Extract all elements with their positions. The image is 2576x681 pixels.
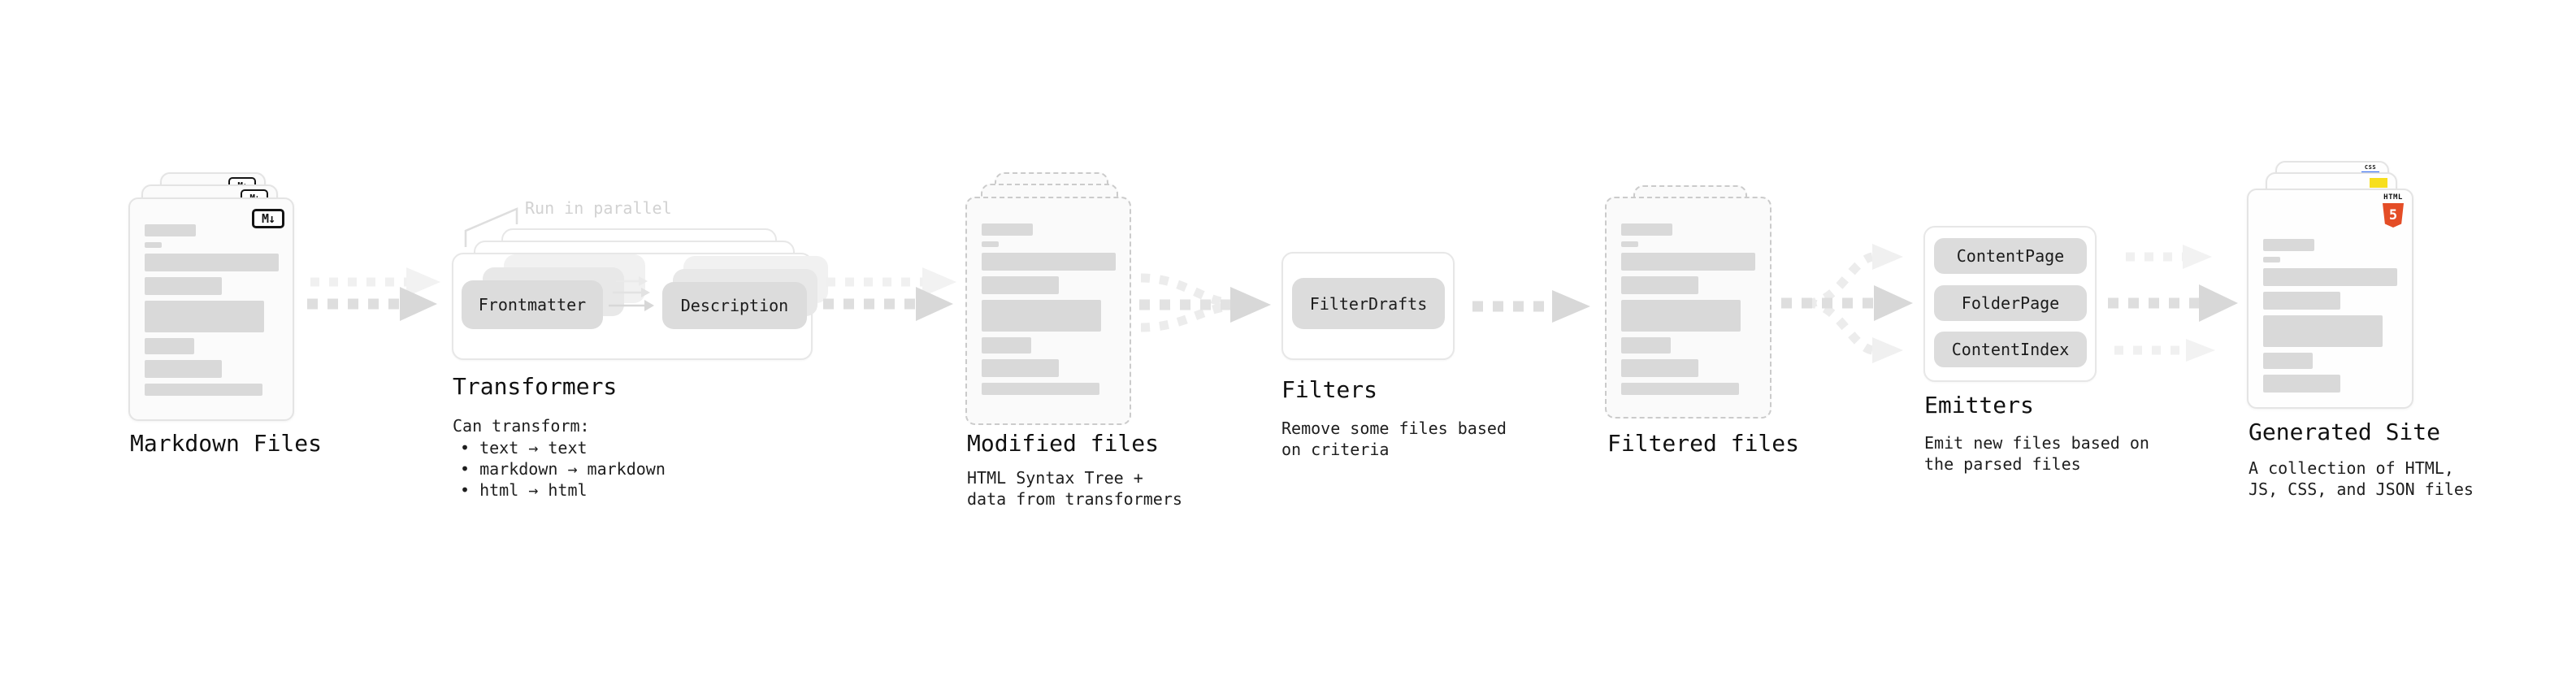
triple-arrow-icon xyxy=(2108,245,2238,362)
flow-arrow-icon xyxy=(307,267,440,321)
text-bars xyxy=(1621,223,1755,395)
emitters-title: Emitters xyxy=(1924,392,2034,419)
frontmatter-box: Frontmatter xyxy=(462,280,603,329)
markdown-icon: M↓ xyxy=(252,209,284,228)
modified-files-desc: data from transformers xyxy=(967,489,1182,509)
run-in-parallel-note: Run in parallel xyxy=(525,198,672,218)
emitters-desc: Emit new files based on xyxy=(1924,433,2149,453)
file-card-html: HTML 5 xyxy=(2247,189,2413,409)
js-badge-icon xyxy=(2370,178,2387,188)
content-page-box: ContentPage xyxy=(1934,238,2087,274)
text-bars xyxy=(2263,239,2397,393)
generated-site-desc: A collection of HTML, xyxy=(2249,458,2454,478)
generated-site-label: Generated Site xyxy=(2249,419,2441,445)
file-card-front xyxy=(965,197,1131,425)
modified-files-desc: HTML Syntax Tree + xyxy=(967,468,1143,488)
split-arrow-icon xyxy=(1781,244,1913,363)
merge-arrow-icon xyxy=(1139,273,1271,332)
filters-desc: Remove some files based xyxy=(1281,419,1507,438)
flow-arrow-icon xyxy=(823,267,956,321)
callout-line-icon xyxy=(464,207,518,247)
description-box: Description xyxy=(662,282,807,329)
modified-files-stack xyxy=(965,172,1131,425)
markdown-files-label: Markdown Files xyxy=(130,430,323,457)
generated-site-desc: JS, CSS, and JSON files xyxy=(2249,479,2474,499)
text-bars xyxy=(145,224,279,396)
flow-arrow-icon xyxy=(1472,290,1590,323)
filters-title: Filters xyxy=(1281,376,1378,403)
text-bars xyxy=(982,223,1116,395)
folder-page-box: FolderPage xyxy=(1934,285,2087,321)
filtered-files-label: Filtered files xyxy=(1607,430,1800,457)
filter-drafts-box: FilterDrafts xyxy=(1292,278,1445,329)
transformers-bullet: • html → html xyxy=(460,480,588,500)
filters-desc: on criteria xyxy=(1281,440,1390,459)
transformers-bullet: • markdown → markdown xyxy=(460,459,666,479)
transformers-title: Transformers xyxy=(453,373,618,400)
markdown-files-stack: M↓ M↓ M↓ xyxy=(128,172,294,421)
modified-files-label: Modified files xyxy=(967,430,1160,457)
transformers-subtitle: Can transform: xyxy=(453,416,590,436)
content-index-box: ContentIndex xyxy=(1934,332,2087,367)
html5-icon: HTML 5 xyxy=(2381,194,2405,228)
transformers-bullet: • text → text xyxy=(460,438,588,458)
parallel-arrows-icon xyxy=(609,276,654,311)
generated-site-stack: CSS HTML 5 xyxy=(2247,159,2413,409)
emitters-desc: the parsed files xyxy=(1924,454,2081,474)
file-card-front: M↓ xyxy=(128,197,294,421)
filtered-files-stack xyxy=(1605,185,1772,419)
file-card-front xyxy=(1605,197,1772,419)
